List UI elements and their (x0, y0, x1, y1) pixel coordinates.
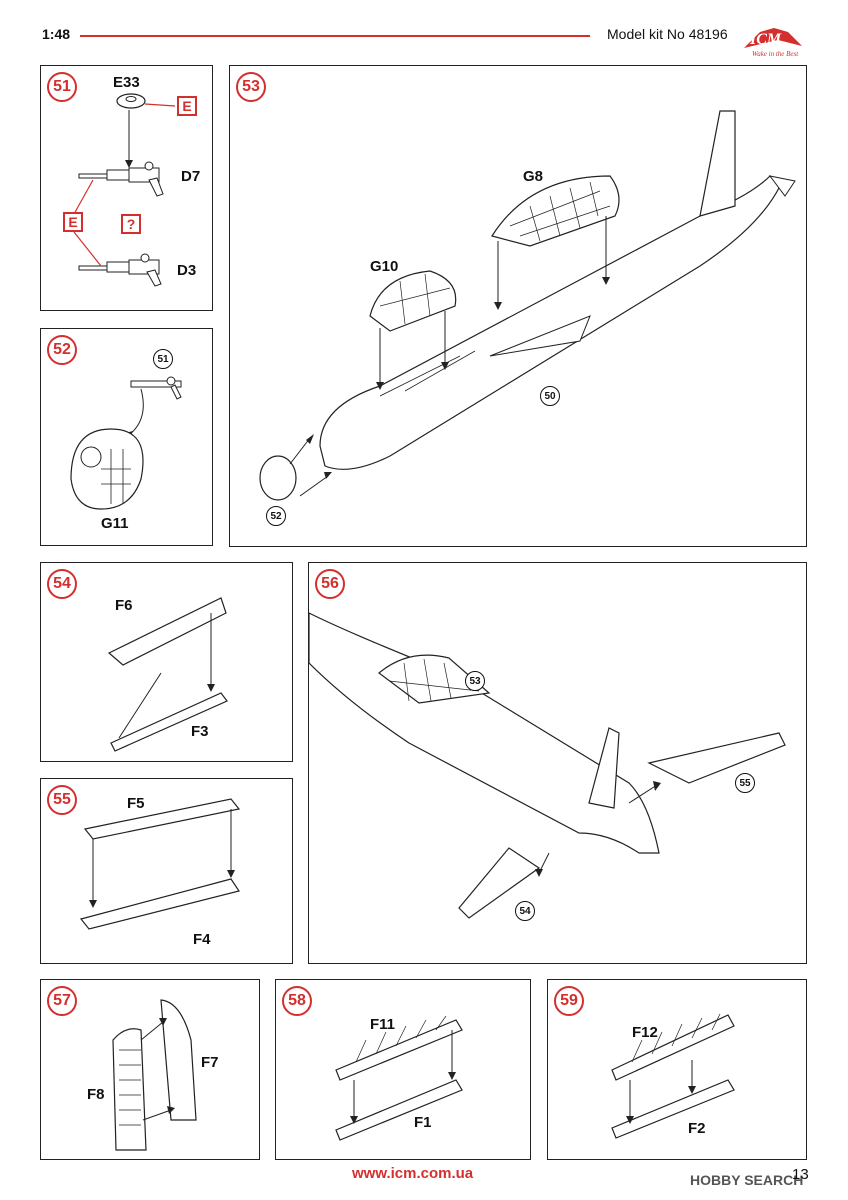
part-label: F5 (127, 795, 145, 812)
unknown-paint-box: ? (121, 214, 141, 234)
part-label: F8 (87, 1086, 105, 1103)
step-number: 52 (47, 335, 77, 365)
svg-text:Wake in the Best: Wake in the Best (752, 50, 799, 58)
part-label: F7 (201, 1054, 219, 1071)
step-51-panel: 51 E33 E D7 E ? D3 (40, 65, 213, 311)
step-54-panel: 54 F6 F3 (40, 562, 293, 762)
step-number: 53 (236, 72, 266, 102)
step-reference: 51 (153, 349, 173, 369)
step-52-panel: 52 51 G11 (40, 328, 213, 546)
watermark: HOBBY SEARCH (690, 1172, 804, 1188)
scale-label: 1:48 (42, 26, 71, 42)
icm-logo: ICM Wake in the Best (738, 20, 808, 60)
step-number: 57 (47, 986, 77, 1016)
paint-code-box: E (63, 212, 83, 232)
step-reference: 54 (515, 901, 535, 921)
part-label: F6 (115, 597, 133, 614)
step-57-panel: 57 F8 F7 (40, 979, 260, 1160)
paint-code-box: E (177, 96, 197, 116)
step-number: 55 (47, 785, 77, 815)
part-label: F12 (632, 1024, 658, 1041)
svg-text:ICM: ICM (749, 31, 782, 48)
part-label: F3 (191, 723, 209, 740)
step-reference: 50 (540, 386, 560, 406)
part-label: G10 (370, 258, 399, 275)
header-rule (80, 35, 590, 37)
part-label: E33 (113, 74, 140, 91)
part-label: F11 (370, 1016, 396, 1033)
step-number: 51 (47, 72, 77, 102)
step-56-panel: 56 53 55 54 (308, 562, 807, 964)
step-53-panel: 53 G8 G10 50 52 (229, 65, 807, 547)
step-reference: 53 (465, 671, 485, 691)
page-number: 13 (792, 1166, 809, 1183)
step-55-panel: 55 F5 F4 (40, 778, 293, 964)
step-58-panel: 58 F11 F1 (275, 979, 531, 1160)
part-label: D3 (177, 262, 197, 279)
step-reference: 52 (266, 506, 286, 526)
website-url: www.icm.com.ua (352, 1165, 474, 1182)
part-label: F4 (193, 931, 211, 948)
step-number: 59 (554, 986, 584, 1016)
step-number: 58 (282, 986, 312, 1016)
part-label: G8 (523, 168, 544, 185)
part-label: G11 (101, 515, 129, 532)
part-label: F2 (688, 1120, 706, 1137)
part-label: D7 (181, 168, 201, 185)
step-59-panel: 59 F12 F2 (547, 979, 807, 1160)
part-label: F1 (414, 1114, 432, 1131)
step-reference: 55 (735, 773, 755, 793)
kit-number: Model kit No 48196 (607, 26, 728, 42)
step-number: 54 (47, 569, 77, 599)
step-number: 56 (315, 569, 345, 599)
